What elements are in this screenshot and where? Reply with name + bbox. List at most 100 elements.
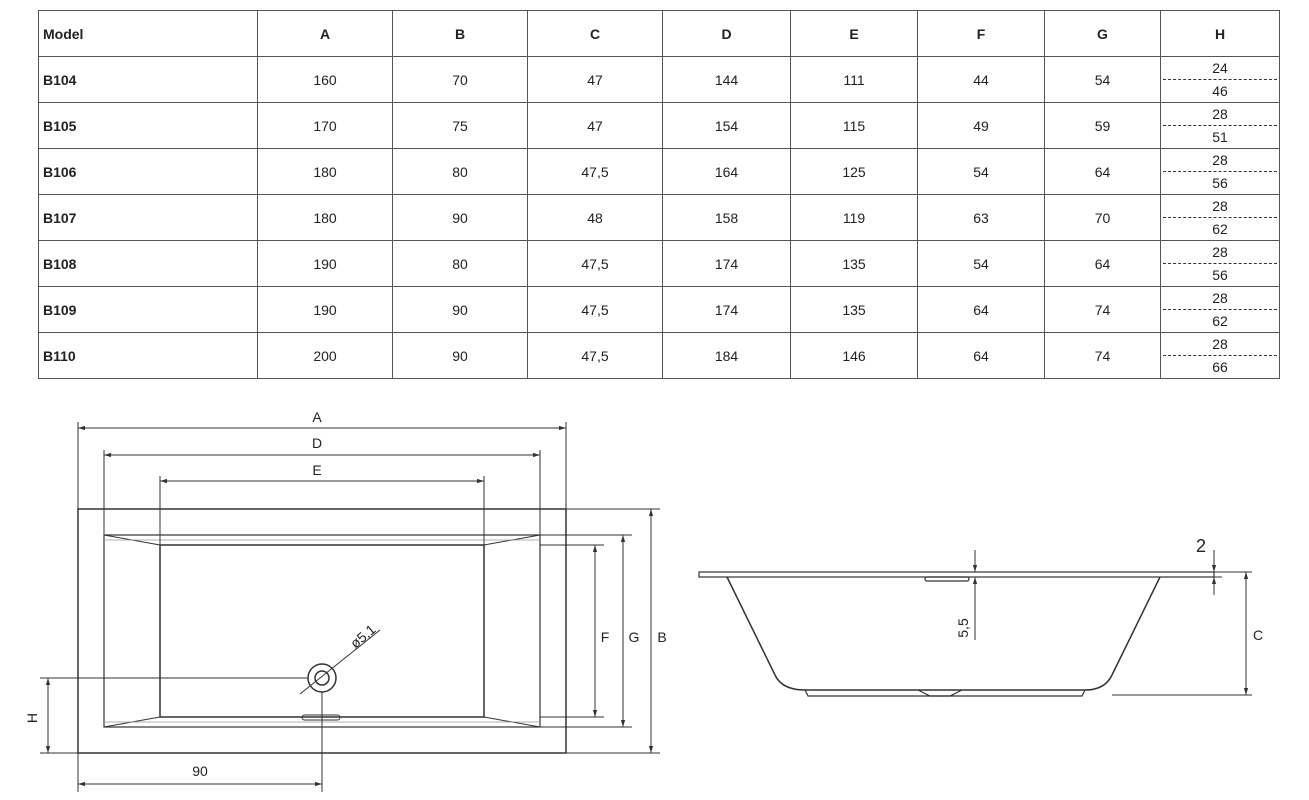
cell-h-bottom: 66 bbox=[1212, 359, 1228, 375]
header-h: H bbox=[1160, 10, 1280, 57]
cell-f: 54 bbox=[917, 240, 1045, 287]
cell-e: 146 bbox=[790, 332, 918, 379]
label-e: E bbox=[312, 462, 321, 478]
cell-model: B104 bbox=[38, 56, 258, 103]
cell-d: 184 bbox=[662, 332, 791, 379]
drain-inner bbox=[314, 670, 330, 686]
cell-h-top: 24 bbox=[1163, 57, 1277, 80]
table-header-row: Model A B C D E F G H bbox=[38, 10, 1280, 57]
header-a: A bbox=[257, 10, 393, 57]
top-view bbox=[40, 422, 660, 792]
cell-e: 135 bbox=[790, 240, 918, 287]
cell-b: 90 bbox=[392, 286, 528, 333]
cell-h-bottom: 62 bbox=[1212, 313, 1228, 329]
header-g: G bbox=[1044, 10, 1161, 57]
cell-model: B110 bbox=[38, 332, 258, 379]
cell-h-bottom: 51 bbox=[1212, 129, 1228, 145]
cell-d: 174 bbox=[662, 286, 791, 333]
label-a: A bbox=[312, 409, 322, 425]
cell-c: 47,5 bbox=[527, 148, 663, 195]
cell-e: 135 bbox=[790, 286, 918, 333]
label-d: D bbox=[312, 435, 322, 451]
cell-g: 74 bbox=[1044, 286, 1161, 333]
cell-a: 200 bbox=[257, 332, 393, 379]
cell-c: 47,5 bbox=[527, 240, 663, 287]
side-rim bbox=[698, 571, 1215, 578]
header-c: C bbox=[527, 10, 663, 57]
cell-h-top: 28 bbox=[1163, 149, 1277, 172]
label-g: G bbox=[629, 629, 640, 645]
cell-e: 125 bbox=[790, 148, 918, 195]
header-model: Model bbox=[38, 10, 258, 57]
cell-d: 164 bbox=[662, 148, 791, 195]
cell-model: B105 bbox=[38, 102, 258, 149]
cell-b: 80 bbox=[392, 148, 528, 195]
tub-bottom bbox=[159, 544, 485, 718]
cell-g: 59 bbox=[1044, 102, 1161, 149]
cell-c: 47,5 bbox=[527, 332, 663, 379]
label-c: C bbox=[1253, 627, 1263, 643]
side-overflow bbox=[924, 576, 970, 582]
cell-h-top: 28 bbox=[1163, 287, 1277, 310]
cell-b: 70 bbox=[392, 56, 528, 103]
cell-g: 64 bbox=[1044, 148, 1161, 195]
cell-e: 115 bbox=[790, 102, 918, 149]
label-h: H bbox=[24, 713, 40, 723]
label-b: B bbox=[657, 629, 666, 645]
cell-f: 44 bbox=[917, 56, 1045, 103]
cell-a: 190 bbox=[257, 240, 393, 287]
cell-a: 180 bbox=[257, 194, 393, 241]
technical-drawing: A D E F G B H 90 ø5,1 2 5,5 C bbox=[24, 409, 1263, 792]
cell-e: 111 bbox=[790, 56, 918, 103]
side-profile bbox=[726, 576, 1161, 691]
cell-model: B109 bbox=[38, 286, 258, 333]
cell-d: 158 bbox=[662, 194, 791, 241]
cell-b: 90 bbox=[392, 332, 528, 379]
cell-g: 64 bbox=[1044, 240, 1161, 287]
cell-f: 64 bbox=[917, 332, 1045, 379]
cell-g: 74 bbox=[1044, 332, 1161, 379]
cell-b: 90 bbox=[392, 194, 528, 241]
label-2: 2 bbox=[1196, 536, 1206, 556]
cell-model: B106 bbox=[38, 148, 258, 195]
cell-d: 174 bbox=[662, 240, 791, 287]
cell-c: 47 bbox=[527, 56, 663, 103]
cell-g: 54 bbox=[1044, 56, 1161, 103]
label-5-5: 5,5 bbox=[955, 618, 971, 638]
header-f: F bbox=[917, 10, 1045, 57]
cell-a: 190 bbox=[257, 286, 393, 333]
cell-h-bottom: 56 bbox=[1212, 267, 1228, 283]
cell-f: 49 bbox=[917, 102, 1045, 149]
cell-h-top: 28 bbox=[1163, 333, 1277, 356]
cell-b: 80 bbox=[392, 240, 528, 287]
cell-h-bottom: 46 bbox=[1212, 83, 1228, 99]
cell-model: B108 bbox=[38, 240, 258, 287]
cell-a: 160 bbox=[257, 56, 393, 103]
header-e: E bbox=[790, 10, 918, 57]
cell-c: 47,5 bbox=[527, 286, 663, 333]
cell-h-top: 28 bbox=[1163, 195, 1277, 218]
cell-a: 180 bbox=[257, 148, 393, 195]
overflow-slot bbox=[301, 714, 341, 721]
cell-g: 70 bbox=[1044, 194, 1161, 241]
cell-h-bottom: 56 bbox=[1212, 175, 1228, 191]
cell-f: 64 bbox=[917, 286, 1045, 333]
side-view bbox=[698, 550, 1252, 697]
cell-f: 54 bbox=[917, 148, 1045, 195]
header-b: B bbox=[392, 10, 528, 57]
